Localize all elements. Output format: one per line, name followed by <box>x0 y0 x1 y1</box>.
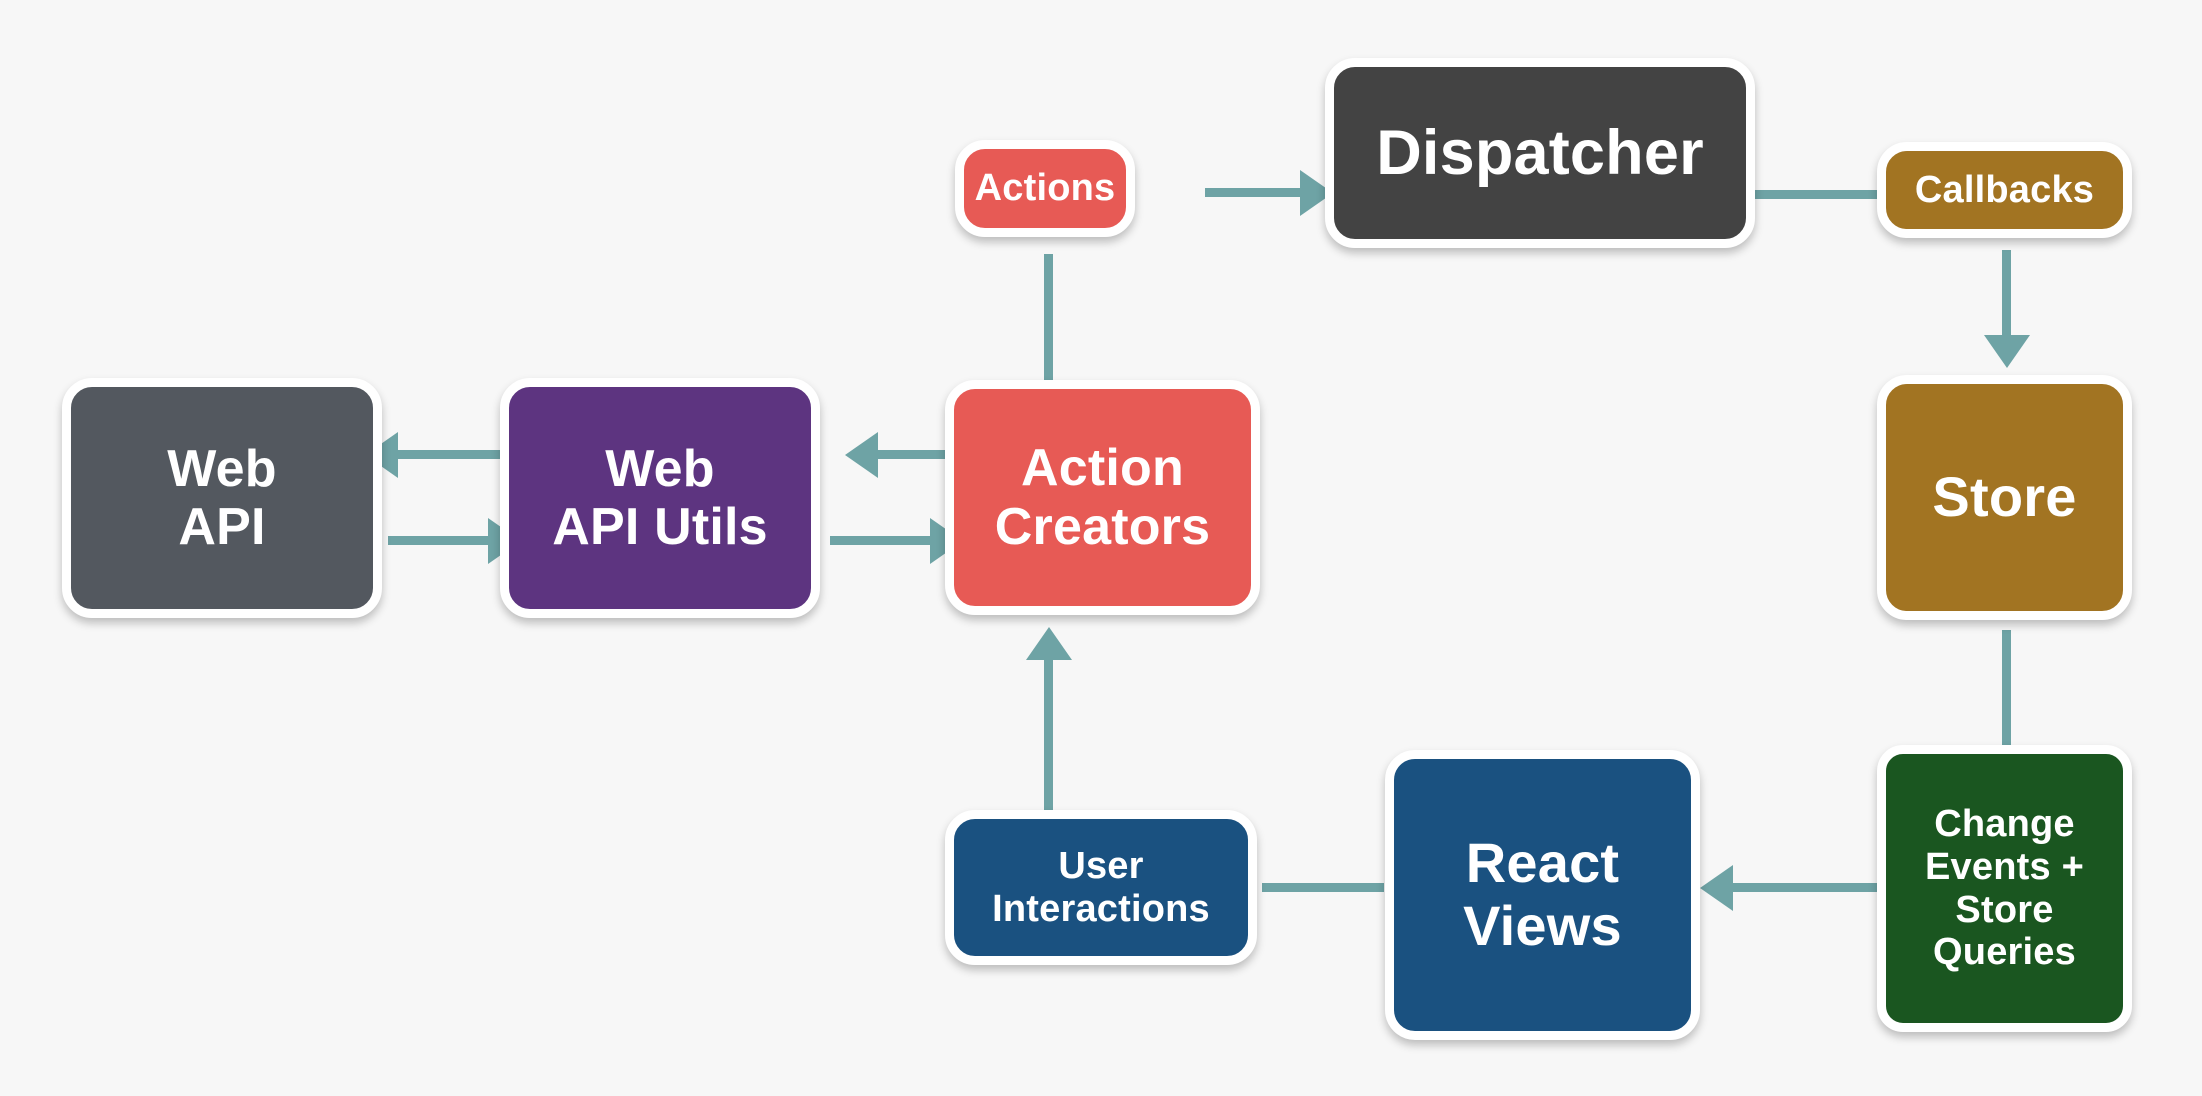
node-actions[interactable]: Actions <box>955 140 1135 237</box>
node-dispatcher[interactable]: Dispatcher <box>1325 58 1755 248</box>
edge-actions-to-dispatcher <box>1205 188 1315 197</box>
arrowhead-user-interactions-to-action-creators <box>1026 627 1072 660</box>
node-action-creators[interactable]: Action Creators <box>945 380 1260 615</box>
arrowhead-callbacks-to-store <box>1984 335 2030 368</box>
edge-action-creators-to-actions <box>1044 254 1053 384</box>
edge-web-api-utils-to-action-creators <box>830 536 940 545</box>
node-web-api[interactable]: Web API <box>62 378 382 618</box>
node-action-creators-label: Action Creators <box>994 439 1211 556</box>
node-react-views[interactable]: React Views <box>1385 750 1700 1040</box>
node-web-api-utils-label: Web API Utils <box>552 439 768 556</box>
edge-dispatcher-to-callbacks <box>1750 190 1885 199</box>
edge-web-api-utils-to-web-api <box>395 450 505 459</box>
node-callbacks-label: Callbacks <box>1914 168 2095 211</box>
node-web-api-label: Web API <box>167 439 277 556</box>
node-dispatcher-label: Dispatcher <box>1376 117 1704 188</box>
node-callbacks[interactable]: Callbacks <box>1877 142 2132 238</box>
arrowhead-change-events-to-react-views <box>1700 865 1733 911</box>
node-change-events[interactable]: Change Events + Store Queries <box>1877 745 2132 1032</box>
edge-user-interactions-to-action-creators <box>1044 660 1053 815</box>
node-store-label: Store <box>1932 465 2077 529</box>
edge-web-api-to-web-api-utils <box>388 536 498 545</box>
node-actions-label: Actions <box>974 167 1116 210</box>
node-web-api-utils[interactable]: Web API Utils <box>500 378 820 618</box>
edge-callbacks-to-store <box>2002 250 2011 350</box>
edge-react-views-to-user-interactions <box>1262 883 1384 892</box>
arrowhead-action-creators-to-web-api-utils <box>845 432 878 478</box>
node-user-interactions-label: User Interactions <box>992 844 1210 930</box>
node-change-events-label: Change Events + Store Queries <box>1925 803 2084 974</box>
edge-change-events-to-react-views <box>1730 883 1885 892</box>
node-user-interactions[interactable]: User Interactions <box>945 810 1257 965</box>
edge-store-to-change-events <box>2002 630 2011 750</box>
edge-action-creators-to-web-api-utils <box>875 450 985 459</box>
node-store[interactable]: Store <box>1877 375 2132 620</box>
node-react-views-label: React Views <box>1463 831 1622 957</box>
